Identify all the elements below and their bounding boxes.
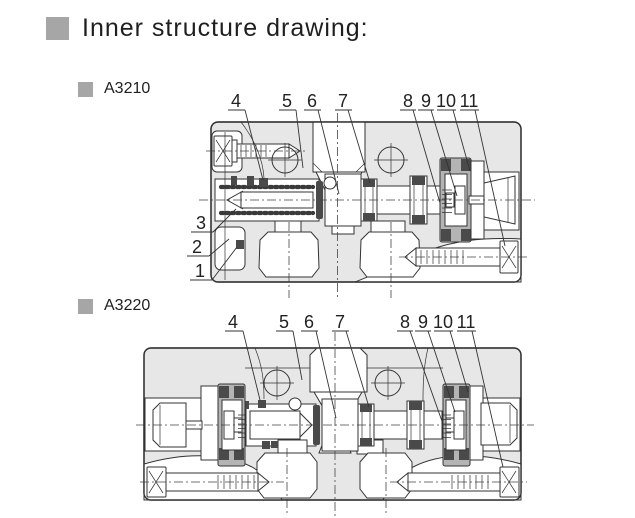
part-number-6: 6 [304, 312, 314, 332]
part-number-5: 5 [282, 91, 292, 111]
a3220-leader-lines [225, 331, 503, 467]
part-number-8: 8 [403, 91, 413, 111]
model-label-a3220: A3220 [78, 297, 150, 315]
a3220-detail-lines [144, 348, 521, 500]
a3220-model-text: A3220 [104, 297, 151, 314]
a3210-bullet-icon [78, 81, 93, 97]
a3220-port-symbols [260, 366, 405, 400]
a3210-bottom-ports [259, 221, 420, 277]
part-number-3: 3 [196, 213, 206, 233]
a3210-bottom-right-screw [399, 241, 529, 273]
part-number-1: 1 [195, 261, 205, 281]
a3210-cross-section-diagram: 4 5 6 7 8 9 10 11 3 2 1 [180, 91, 538, 303]
part-number-4: 4 [228, 312, 238, 332]
a3210-top-left-screw [206, 136, 306, 166]
part-number-5: 5 [279, 312, 289, 332]
part-number-7: 7 [335, 312, 345, 332]
a3210-port-symbols [268, 143, 408, 177]
title-bullet-icon [46, 17, 69, 40]
part-number-8: 8 [400, 312, 410, 332]
a3210-detail-lines [211, 122, 521, 282]
page-title: Inner structure drawing: [82, 14, 369, 42]
a3210-part-numbers: 4 5 6 7 8 9 10 11 3 2 1 [192, 91, 478, 281]
a3220-center-lines [136, 332, 534, 518]
a3220-part-numbers: 4 5 6 7 8 9 10 11 [228, 312, 475, 332]
part-number-9: 9 [421, 91, 431, 111]
page-title-row: Inner structure drawing: [46, 14, 369, 43]
part-number-4: 4 [231, 91, 241, 111]
part-number-2: 2 [192, 237, 202, 257]
a3220-bottom-right-screw [390, 467, 527, 497]
a3210-leader-lines [187, 110, 505, 280]
a3210-model-text: A3210 [104, 80, 151, 97]
part-number-11: 11 [460, 91, 479, 111]
a3220-bottom-ports [257, 438, 412, 498]
part-number-10: 10 [436, 91, 456, 111]
a3210-center-lines [199, 113, 535, 300]
part-number-11: 11 [457, 312, 476, 332]
part-number-6: 6 [307, 91, 317, 111]
a3220-right-manual-override-button [481, 403, 517, 445]
part-number-9: 9 [418, 312, 428, 332]
a3220-bullet-icon [78, 298, 93, 314]
a3220-left-manual-override-button [153, 403, 186, 447]
a3220-cross-section-diagram: 4 5 6 7 8 9 10 11 [128, 312, 540, 518]
part-number-10: 10 [433, 312, 453, 332]
a3220-bottom-left-screw [140, 467, 284, 497]
model-label-a3210: A3210 [78, 80, 150, 98]
part-number-7: 7 [338, 91, 348, 111]
